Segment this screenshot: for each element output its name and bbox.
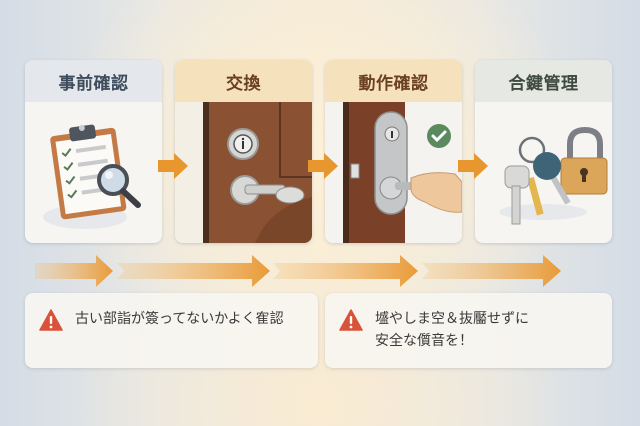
warning-text: 古い部詣が簽ってないかよく隺認 (75, 311, 284, 327)
warning-box-old-parts: 古い部詣が簽ってないかよく隺認 (25, 293, 318, 368)
keys-padlock-illustration (475, 102, 612, 243)
warning-box-safety: 墭やしま空＆抜靨せずに 安全な儨音を！ (325, 293, 612, 368)
door-lock-illustration (175, 102, 312, 243)
warning-text-line2: 安全な儨音を！ (375, 333, 473, 349)
keys-padlock-icon (499, 126, 608, 225)
step-card-replace: 交換 (175, 60, 312, 243)
process-flow-arrows (35, 255, 561, 287)
warning-triangle-icon (339, 309, 363, 331)
door-lock-icon (175, 102, 312, 243)
arrow-right-icon (458, 153, 488, 179)
clipboard-icon (43, 124, 141, 229)
step-card-operation-check: 動作確認 (325, 60, 462, 243)
arrow-right-icon (158, 153, 188, 179)
step-title: 動作確認 (325, 60, 462, 102)
warning-text: 墭やしま空＆抜靨せずに 安全な儨音を！ (375, 308, 529, 352)
warning-triangle-icon (39, 309, 63, 331)
step-title: 交換 (175, 60, 312, 102)
hand-key-illustration (325, 102, 462, 243)
arrow-right-icon (308, 153, 338, 179)
step-title: 合鍵管理 (475, 60, 612, 102)
step-title: 事前確認 (25, 60, 162, 102)
step-card-pre-check: 事前確認 (25, 60, 162, 243)
step-card-key-management: 合鍵管理 (475, 60, 612, 243)
clipboard-illustration (25, 102, 162, 243)
warning-text-line1: 墭やしま空＆抜靨せずに (375, 311, 529, 327)
door-lock-turn-icon (325, 102, 462, 243)
